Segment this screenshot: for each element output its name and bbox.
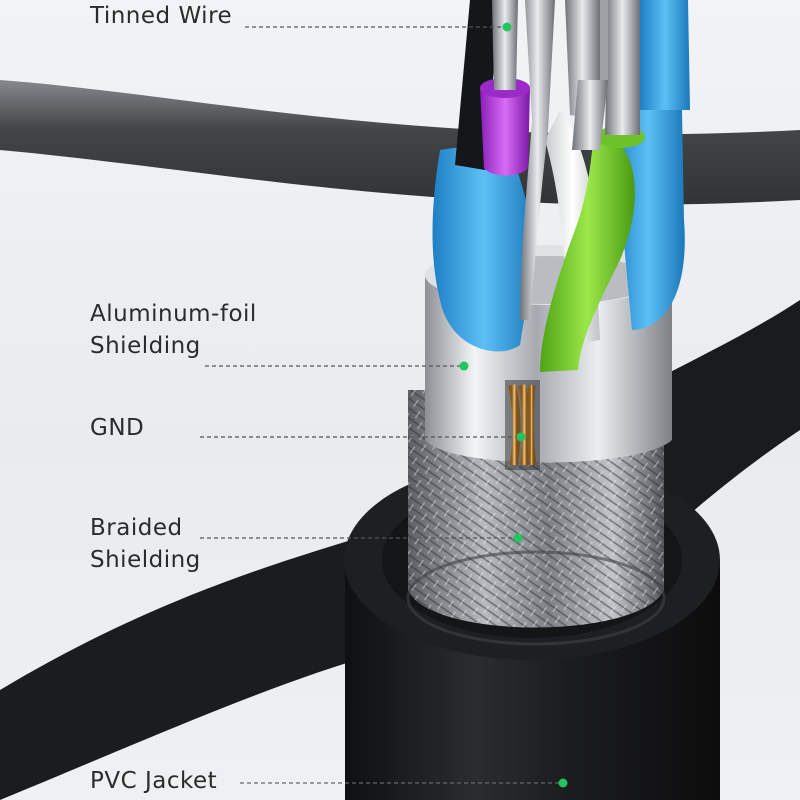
tinned-strands [492, 0, 640, 320]
callout-dot-braided [513, 533, 523, 543]
leader-tinned-wire [245, 22, 512, 32]
leader-aluminum-foil [205, 361, 469, 371]
label-aluminum-foil-line2: Shielding [90, 333, 201, 359]
label-aluminum-foil-shielding: Aluminum-foil Shielding [90, 298, 257, 362]
callout-dot-aluminum-foil [459, 361, 469, 371]
gnd-drain-wire [505, 380, 540, 470]
label-pvc-jacket: PVC Jacket [90, 765, 217, 797]
leader-gnd [200, 432, 526, 442]
blue-wire-left [432, 140, 535, 352]
label-gnd-text: GND [90, 415, 145, 441]
label-gnd: GND [90, 412, 144, 444]
leader-braided [200, 533, 523, 543]
callout-dot-gnd [516, 432, 526, 442]
label-braided-shielding: Braided Shielding [90, 512, 201, 576]
callout-dot-tinned-wire [502, 22, 512, 32]
leader-pvc-jacket [240, 778, 568, 788]
purple-wire [480, 78, 530, 176]
callout-dot-pvc-jacket [558, 778, 568, 788]
label-tinned-wire: Tinned Wire [90, 0, 232, 32]
label-tinned-wire-text: Tinned Wire [90, 3, 233, 29]
label-braided-line1: Braided [90, 515, 183, 541]
label-braided-line2: Shielding [90, 547, 201, 573]
label-aluminum-foil-line1: Aluminum-foil [90, 301, 257, 327]
label-pvc-jacket-text: PVC Jacket [90, 768, 218, 794]
